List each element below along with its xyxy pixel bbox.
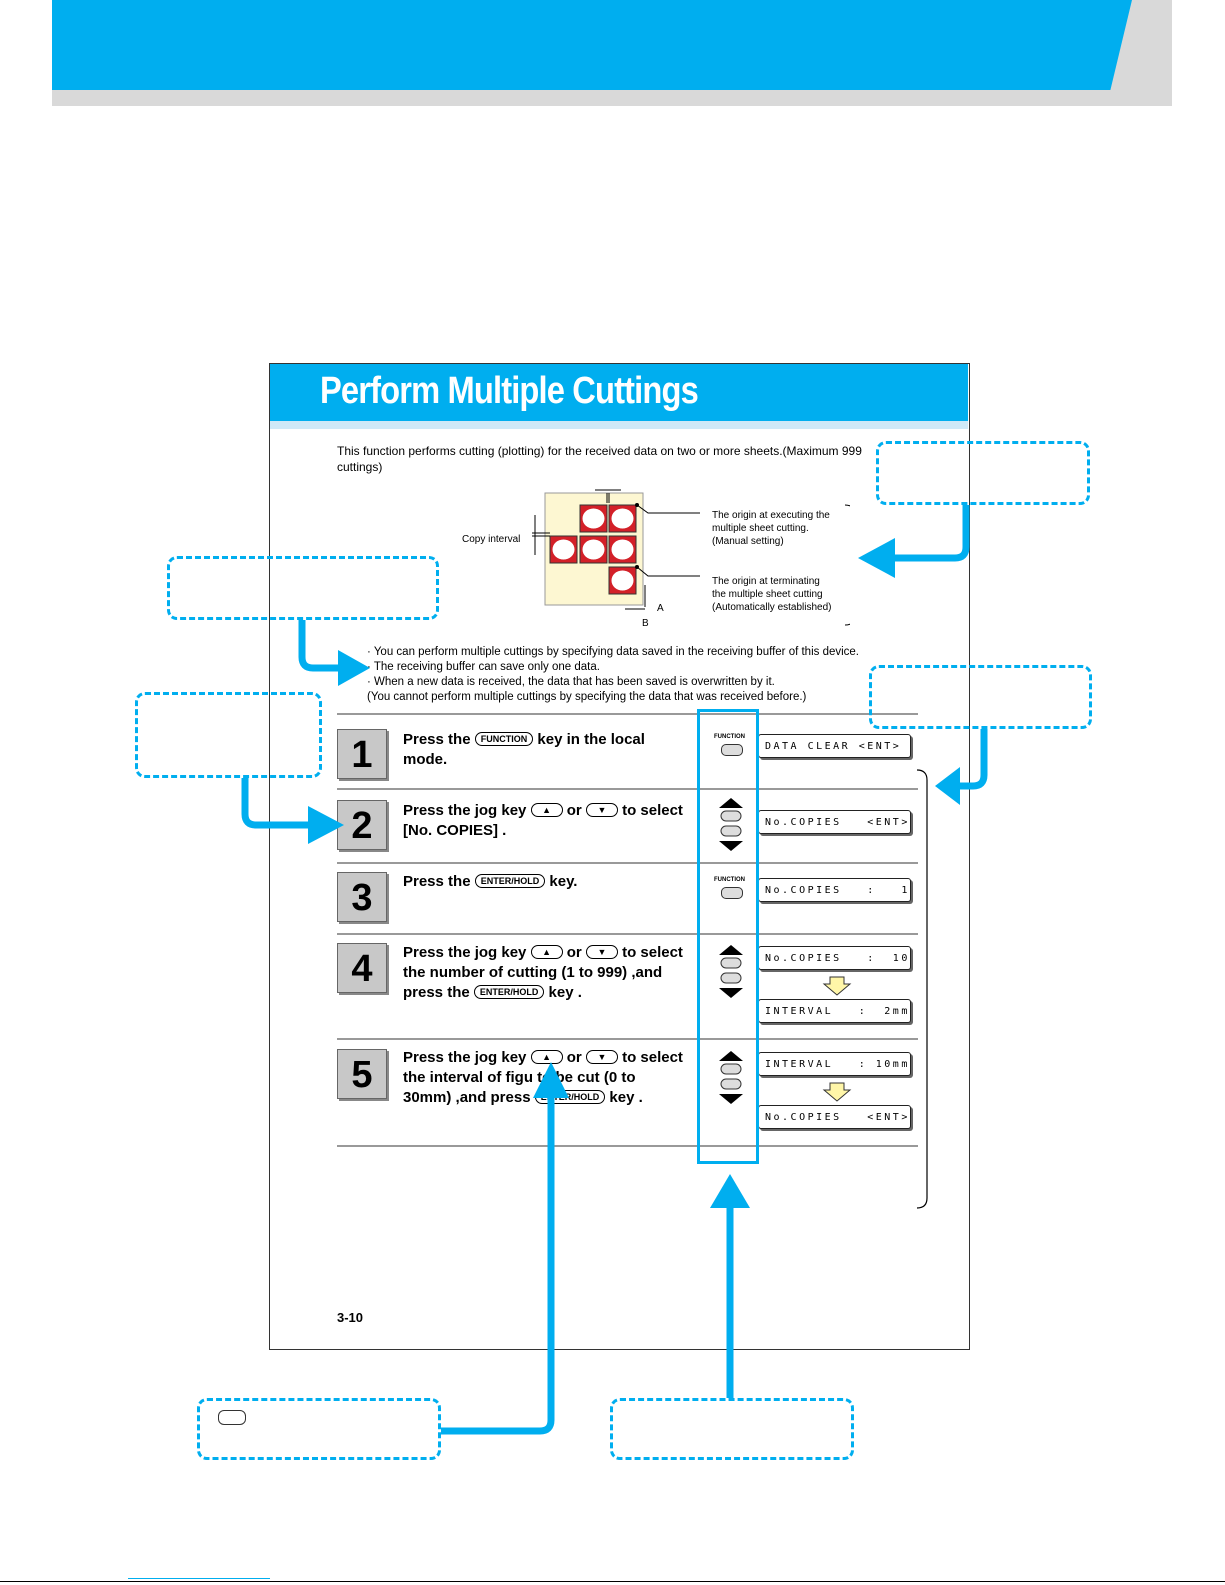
- step-5-text: Press the jog key ▲ or ▼ to select the i…: [403, 1048, 683, 1108]
- step-divider: [337, 933, 918, 935]
- footer-rule: [0, 1581, 1225, 1582]
- jog-key-icon: [719, 1051, 743, 1104]
- step-text-part: [No. COPIES] .: [403, 822, 507, 839]
- header-band: [52, 0, 1132, 90]
- page-number: 3-10: [337, 1310, 364, 1325]
- step-text-part: the interval of figu to be cut (0 to: [403, 1069, 636, 1086]
- down-arrow-key-icon: ▼: [585, 945, 618, 959]
- note-item: (You cannot perform multiple cuttings by…: [367, 691, 807, 703]
- function-key-icon: [721, 744, 743, 756]
- step-text-part: Press the jog key: [403, 1049, 531, 1066]
- step-text-part: mode.: [403, 751, 448, 768]
- up-arrow-key-icon: ▲: [530, 803, 563, 817]
- lcd-display: INTERVAL : 2mm: [758, 999, 911, 1023]
- step-text-part: to select: [617, 802, 683, 819]
- step-divider: [337, 1145, 918, 1147]
- multiple-cutting-figure: [532, 489, 850, 626]
- step-divider: [337, 788, 918, 790]
- step-4-text: Press the jog key ▲ or ▼ to select the n…: [403, 943, 683, 1003]
- figure-label-b: B: [642, 618, 649, 629]
- step-text-part: key.: [545, 873, 578, 890]
- note-item: · When a new data is received, the data …: [367, 676, 775, 688]
- lcd-transition-arrow-icon: [822, 1082, 852, 1102]
- figure-label-a: A: [657, 603, 664, 614]
- origin-start-line: (Manual setting): [712, 536, 784, 547]
- step-text-part: or: [562, 1049, 586, 1066]
- page-title: Perform Multiple Cuttings: [320, 370, 699, 412]
- origin-start-line: The origin at executing the: [712, 510, 830, 521]
- footer-accent-rule: [128, 1578, 270, 1579]
- step-3-text: Press the ENTER/HOLD key.: [403, 872, 577, 892]
- step-divider: [337, 862, 918, 864]
- step-number-2: 2: [337, 800, 387, 850]
- note-item: · You can perform multiple cuttings by s…: [367, 646, 860, 658]
- lcd-transition-arrow-icon: [822, 976, 852, 996]
- lcd-display: DATA CLEAR <ENT>: [758, 734, 911, 758]
- step-text-part: to select: [617, 1049, 683, 1066]
- copy-interval-label: Copy interval: [462, 534, 521, 545]
- operation-key-column-highlight: [697, 709, 759, 1164]
- callout-box-notes: [167, 556, 439, 620]
- jog-key-icon: [719, 945, 743, 998]
- enter-hold-key: ENTER/HOLD: [473, 985, 545, 999]
- step-number-1: 1: [337, 729, 387, 779]
- step-divider: [337, 713, 918, 715]
- origin-end-note: The origin at terminating the multiple s…: [712, 575, 832, 614]
- callout-box-key-symbol: [197, 1398, 441, 1460]
- enter-hold-key: ENTER/HOLD: [474, 874, 546, 888]
- step-divider: [337, 1038, 918, 1040]
- function-key-label: FUNCTION: [714, 734, 745, 740]
- origin-end-line: The origin at terminating: [712, 576, 820, 587]
- step-number-4: 4: [337, 943, 387, 993]
- origin-end-line: (Automatically established): [712, 602, 832, 613]
- step-text-part: Press the: [403, 873, 475, 890]
- function-key-icon: [721, 887, 743, 899]
- step-text-part: Press the jog key: [403, 944, 531, 961]
- step-text-part: the number of cutting (1 to 999) ,and: [403, 964, 663, 981]
- function-key-label: FUNCTION: [714, 877, 745, 883]
- callout-box-operation-column: [610, 1398, 854, 1460]
- origin-start-note: The origin at executing the multiple she…: [712, 509, 830, 548]
- function-key: FUNCTION: [474, 732, 534, 746]
- step-1-text: Press the FUNCTION key in the local mode…: [403, 730, 645, 770]
- lcd-display: No.COPIES <ENT>: [758, 1105, 911, 1129]
- step-text-part: Press the: [403, 731, 475, 748]
- intro-text: This function performs cutting (plotting…: [337, 444, 862, 474]
- jog-key-icon: [719, 798, 743, 851]
- step-text-part: key .: [605, 1089, 643, 1106]
- step-text-part: to select: [617, 944, 683, 961]
- page-title-strip: [270, 421, 968, 429]
- callout-box-procedure: [869, 665, 1092, 729]
- down-arrow-key-icon: ▼: [585, 803, 618, 817]
- note-item: · The receiving buffer can save only one…: [367, 661, 600, 673]
- step-text-part: Press the jog key: [403, 802, 531, 819]
- step-text-part: key .: [544, 984, 582, 1001]
- down-arrow-key-icon: ▼: [585, 1050, 618, 1064]
- step-text-part: or: [562, 802, 586, 819]
- up-arrow-key-icon: ▲: [530, 1050, 563, 1064]
- origin-end-line: the multiple sheet cutting: [712, 589, 823, 600]
- step-text-part: 30mm) ,and press: [403, 1089, 535, 1106]
- callout-box-figure: [876, 441, 1090, 505]
- lcd-display: No.COPIES : 1: [758, 878, 911, 902]
- lcd-display: INTERVAL : 10mm: [758, 1052, 911, 1076]
- step-text-part: key in the local: [533, 731, 645, 748]
- step-number-3: 3: [337, 872, 387, 922]
- up-arrow-key-icon: ▲: [530, 945, 563, 959]
- step-number-5: 5: [337, 1049, 387, 1099]
- step-text-part: or: [562, 944, 586, 961]
- step-2-text: Press the jog key ▲ or ▼ to select [No. …: [403, 801, 683, 841]
- lcd-display: No.COPIES <ENT>: [758, 810, 911, 834]
- origin-start-line: multiple sheet cutting.: [712, 523, 809, 534]
- steps-bracket: [916, 769, 928, 1209]
- callout-box-step-number: [135, 692, 322, 778]
- page-title-band: [270, 364, 968, 421]
- notes-list: · You can perform multiple cuttings by s…: [367, 645, 927, 705]
- key-symbol-icon: [218, 1410, 246, 1425]
- step-text-part: press the: [403, 984, 474, 1001]
